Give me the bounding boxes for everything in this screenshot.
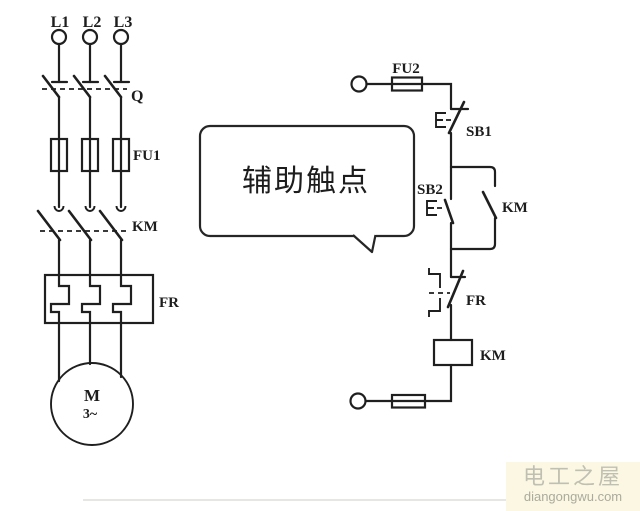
fuse-symbol — [49, 137, 69, 173]
phase-terminals: L1 L2 L3 — [50, 14, 133, 84]
terminal-circle — [112, 28, 130, 46]
coil-label: KM — [480, 348, 506, 364]
thermal-relay-label: FR — [159, 295, 179, 311]
stop-button-label: SB1 — [466, 124, 492, 140]
fuse-symbol — [80, 137, 100, 173]
main-fuse-label: FU1 — [133, 148, 161, 164]
thermal-contact-label: FR — [466, 293, 486, 309]
motor-symbol: M 3~ — [50, 321, 134, 446]
heater-element — [111, 273, 133, 325]
contactor-coil-km: KM — [364, 338, 506, 403]
terminal-circle — [349, 392, 367, 410]
motor-type: 3~ — [83, 407, 98, 422]
heater-element — [49, 273, 71, 325]
fuse-symbol — [390, 76, 424, 92]
terminal-circle — [50, 28, 68, 46]
thermal-actuator — [428, 268, 441, 288]
watermark-site-name: 电工之屋 — [522, 464, 623, 489]
control-return-path — [349, 392, 427, 410]
control-fuse-fu2: FU2 — [350, 61, 453, 111]
phase-l1-label: L1 — [51, 14, 70, 31]
callout-bubble: 辅助触点 — [198, 124, 416, 254]
contactor-main-contacts-km: KM — [36, 205, 158, 277]
stop-button-sb1: SB1 — [435, 100, 492, 201]
contactor-label: KM — [132, 219, 158, 235]
watermark-site-url: diangongwu.com — [523, 489, 623, 504]
heater-element — [80, 273, 102, 325]
terminal-circle — [81, 28, 99, 46]
aux-contact-km: KM — [449, 165, 528, 251]
thermal-relay-box — [43, 273, 155, 325]
callout-box — [198, 124, 416, 238]
thermal-contact-fr: FR — [428, 268, 486, 342]
callout-tail-fill — [352, 233, 376, 251]
thermal-actuator — [428, 298, 441, 317]
page-edge-line — [83, 499, 507, 501]
control-fuse-label: FU2 — [392, 61, 420, 77]
phase-l2-label: L2 — [83, 14, 102, 31]
start-button-sb2: SB2 — [417, 182, 455, 279]
power-circuit: L1 L2 L3 Q — [36, 14, 179, 446]
start-button-label: SB2 — [417, 182, 443, 198]
callout-tail — [352, 234, 377, 254]
aux-contact-label: KM — [502, 200, 528, 216]
isolator-switch-q: Q — [41, 74, 143, 209]
phase-l3-label: L3 — [114, 14, 133, 31]
coil-symbol — [432, 338, 474, 367]
pushbutton-actuator — [426, 200, 437, 216]
main-fuses-fu1: FU1 — [49, 137, 161, 173]
terminal-circle — [350, 75, 368, 93]
control-circuit: FU2 SB1 SB2 KM — [349, 61, 528, 410]
isolator-label: Q — [131, 88, 143, 105]
motor-letter: M — [84, 386, 100, 405]
fuse-symbol — [390, 393, 427, 409]
callout-label: 辅助触点 — [242, 165, 370, 198]
pushbutton-actuator — [435, 112, 446, 128]
watermark: 电工之屋 diangongwu.com — [506, 462, 640, 511]
fuse-symbol — [111, 137, 131, 173]
thermal-relay-fr: FR — [43, 273, 179, 325]
motor-circle — [50, 362, 134, 446]
